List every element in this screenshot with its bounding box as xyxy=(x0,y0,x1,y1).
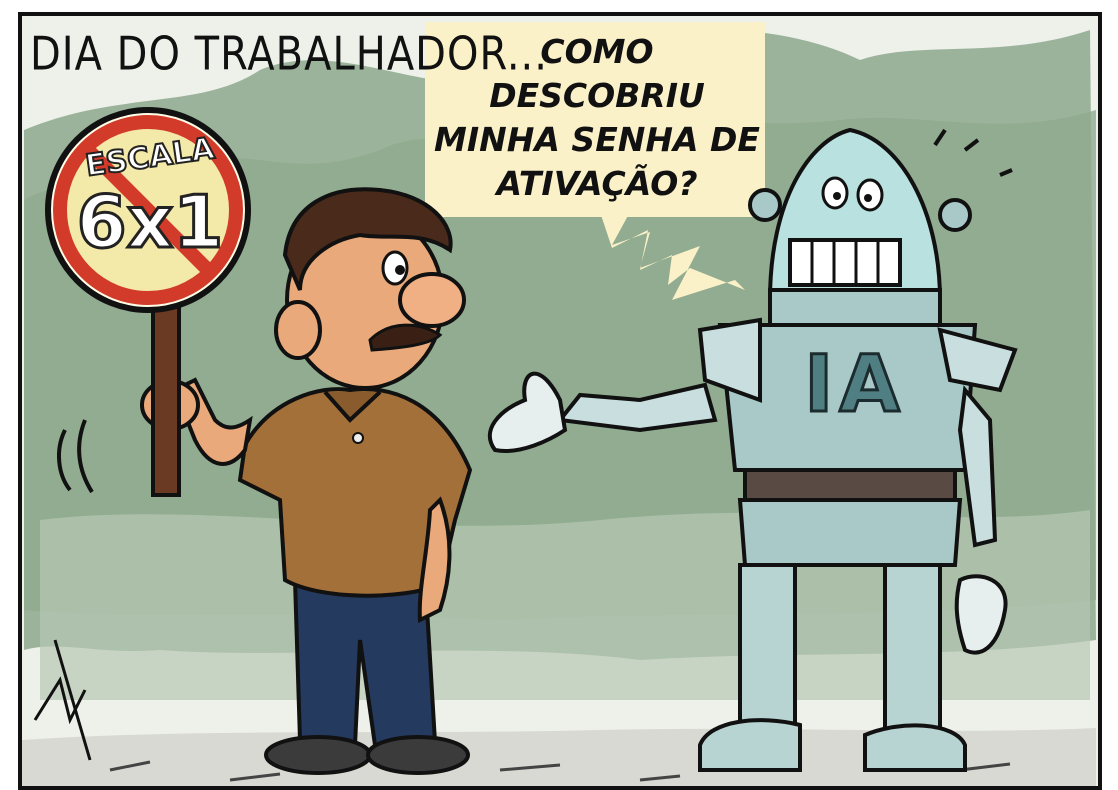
robot-character xyxy=(487,127,1018,772)
caption-title: DIA DO TRABALHADOR... xyxy=(30,28,548,81)
sign-main-text: 6x1 xyxy=(75,179,225,266)
man-character xyxy=(57,187,473,775)
protest-sign xyxy=(45,107,251,497)
robot-chest-label: IA xyxy=(803,339,906,432)
ground-marks xyxy=(109,760,1011,782)
speech-balloon-text: COMO DESCOBRIU MINHA SENHA DE ATIVAÇÃO? xyxy=(434,32,760,203)
artist-signature xyxy=(33,639,92,761)
speech-balloon xyxy=(425,22,765,300)
